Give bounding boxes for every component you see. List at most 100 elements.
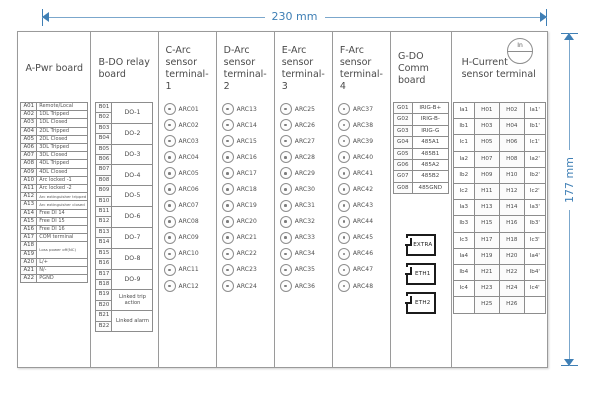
arc-sensor-port[interactable]: ARC06: [163, 182, 216, 196]
connector-icon[interactable]: [221, 167, 234, 180]
arc-sensor-port[interactable]: ARC43: [337, 199, 390, 213]
connector-icon[interactable]: [279, 247, 292, 260]
connector-icon[interactable]: [163, 167, 176, 180]
arc-sensor-port[interactable]: ARC29: [279, 166, 332, 180]
connector-icon[interactable]: [279, 199, 292, 212]
connector-icon[interactable]: [221, 151, 234, 164]
arc-sensor-port[interactable]: ARC31: [279, 199, 332, 213]
terminal-code: B08: [95, 174, 113, 187]
arc-sensor-port[interactable]: ARC41: [337, 166, 390, 180]
arc-sensor-port[interactable]: ARC05: [163, 166, 216, 180]
arc-sensor-port[interactable]: ARC32: [279, 215, 332, 229]
connector-icon[interactable]: [221, 199, 234, 212]
connector-icon[interactable]: [279, 103, 292, 115]
arc-sensor-port[interactable]: ARC09: [163, 231, 216, 245]
arc-sensor-port[interactable]: ARC36: [279, 279, 332, 293]
connector-icon[interactable]: [163, 280, 176, 293]
arc-sensor-port[interactable]: ARC21: [221, 231, 274, 245]
arc-sensor-port[interactable]: ARC28: [279, 150, 332, 164]
arc-sensor-port[interactable]: ARC37: [337, 102, 390, 116]
arc-sensor-port[interactable]: ARC25: [279, 102, 332, 116]
connector-icon[interactable]: [221, 231, 234, 244]
arc-sensor-port[interactable]: ARC20: [221, 215, 274, 229]
connector-icon[interactable]: [337, 263, 350, 276]
connector-icon[interactable]: [337, 103, 350, 115]
arc-sensor-port[interactable]: ARC04: [163, 150, 216, 164]
connector-icon[interactable]: [337, 167, 350, 180]
connector-icon[interactable]: [279, 167, 292, 180]
connector-icon[interactable]: [337, 280, 350, 293]
connector-icon[interactable]: [337, 135, 350, 148]
arc-sensor-port[interactable]: ARC07: [163, 199, 216, 213]
arc-sensor-port[interactable]: ARC03: [163, 134, 216, 148]
connector-icon[interactable]: [279, 263, 292, 276]
network-port-eth1[interactable]: ETH1: [405, 263, 436, 286]
arc-sensor-port[interactable]: ARC10: [163, 247, 216, 261]
connector-icon[interactable]: [337, 231, 350, 244]
connector-icon[interactable]: [279, 151, 292, 164]
arc-sensor-port[interactable]: ARC47: [337, 263, 390, 277]
arc-sensor-port[interactable]: ARC38: [337, 118, 390, 132]
connector-icon[interactable]: [221, 247, 234, 260]
connector-icon[interactable]: [279, 119, 292, 132]
network-port-extra[interactable]: EXTRA: [405, 234, 436, 257]
arc-sensor-port[interactable]: ARC26: [279, 118, 332, 132]
network-port-eth2[interactable]: ETH2: [405, 292, 436, 315]
arc-sensor-port[interactable]: ARC19: [221, 199, 274, 213]
arc-sensor-port[interactable]: ARC40: [337, 150, 390, 164]
arc-sensor-port[interactable]: ARC48: [337, 279, 390, 293]
arc-sensor-port[interactable]: ARC14: [221, 118, 274, 132]
connector-icon[interactable]: [279, 280, 292, 293]
arc-sensor-port[interactable]: ARC33: [279, 231, 332, 245]
connector-icon[interactable]: [279, 135, 292, 148]
connector-icon[interactable]: [163, 231, 176, 244]
connector-icon[interactable]: [163, 199, 176, 212]
arc-sensor-port[interactable]: ARC27: [279, 134, 332, 148]
arc-sensor-port[interactable]: ARC13: [221, 102, 274, 116]
arc-sensor-port[interactable]: ARC46: [337, 247, 390, 261]
connector-icon[interactable]: [163, 247, 176, 260]
connector-icon[interactable]: [337, 199, 350, 212]
connector-icon[interactable]: [337, 215, 350, 228]
connector-icon[interactable]: [221, 215, 234, 228]
arc-sensor-port[interactable]: ARC16: [221, 150, 274, 164]
arc-sensor-port[interactable]: ARC30: [279, 182, 332, 196]
arc-sensor-port[interactable]: ARC17: [221, 166, 274, 180]
connector-icon[interactable]: [337, 151, 350, 164]
connector-icon[interactable]: [163, 215, 176, 228]
connector-icon[interactable]: [221, 135, 234, 148]
connector-icon[interactable]: [337, 119, 350, 132]
connector-icon[interactable]: [221, 103, 234, 115]
connector-icon[interactable]: [163, 263, 176, 276]
arc-sensor-port[interactable]: ARC42: [337, 182, 390, 196]
connector-icon[interactable]: [279, 231, 292, 244]
connector-icon[interactable]: [163, 103, 176, 115]
connector-icon[interactable]: [163, 151, 176, 164]
arc-sensor-port[interactable]: ARC12: [163, 279, 216, 293]
arc-sensor-port[interactable]: ARC01: [163, 102, 216, 116]
connector-icon[interactable]: [221, 183, 234, 196]
arc-sensor-port[interactable]: ARC15: [221, 134, 274, 148]
arc-sensor-port[interactable]: ARC34: [279, 247, 332, 261]
arc-sensor-port[interactable]: ARC08: [163, 215, 216, 229]
connector-icon[interactable]: [221, 280, 234, 293]
arc-sensor-port[interactable]: ARC11: [163, 263, 216, 277]
arc-sensor-port[interactable]: ARC45: [337, 231, 390, 245]
arc-sensor-port[interactable]: ARC24: [221, 279, 274, 293]
connector-icon[interactable]: [221, 119, 234, 132]
arc-sensor-port[interactable]: ARC44: [337, 215, 390, 229]
arc-sensor-port[interactable]: ARC02: [163, 118, 216, 132]
connector-icon[interactable]: [163, 135, 176, 148]
connector-icon[interactable]: [279, 215, 292, 228]
connector-icon[interactable]: [221, 263, 234, 276]
arc-sensor-port[interactable]: ARC23: [221, 263, 274, 277]
connector-icon[interactable]: [337, 247, 350, 260]
arc-sensor-port[interactable]: ARC22: [221, 247, 274, 261]
connector-icon[interactable]: [279, 183, 292, 196]
arc-sensor-port[interactable]: ARC35: [279, 263, 332, 277]
arc-sensor-port[interactable]: ARC39: [337, 134, 390, 148]
connector-icon[interactable]: [163, 119, 176, 132]
arc-sensor-port[interactable]: ARC18: [221, 182, 274, 196]
connector-icon[interactable]: [163, 183, 176, 196]
connector-icon[interactable]: [337, 183, 350, 196]
